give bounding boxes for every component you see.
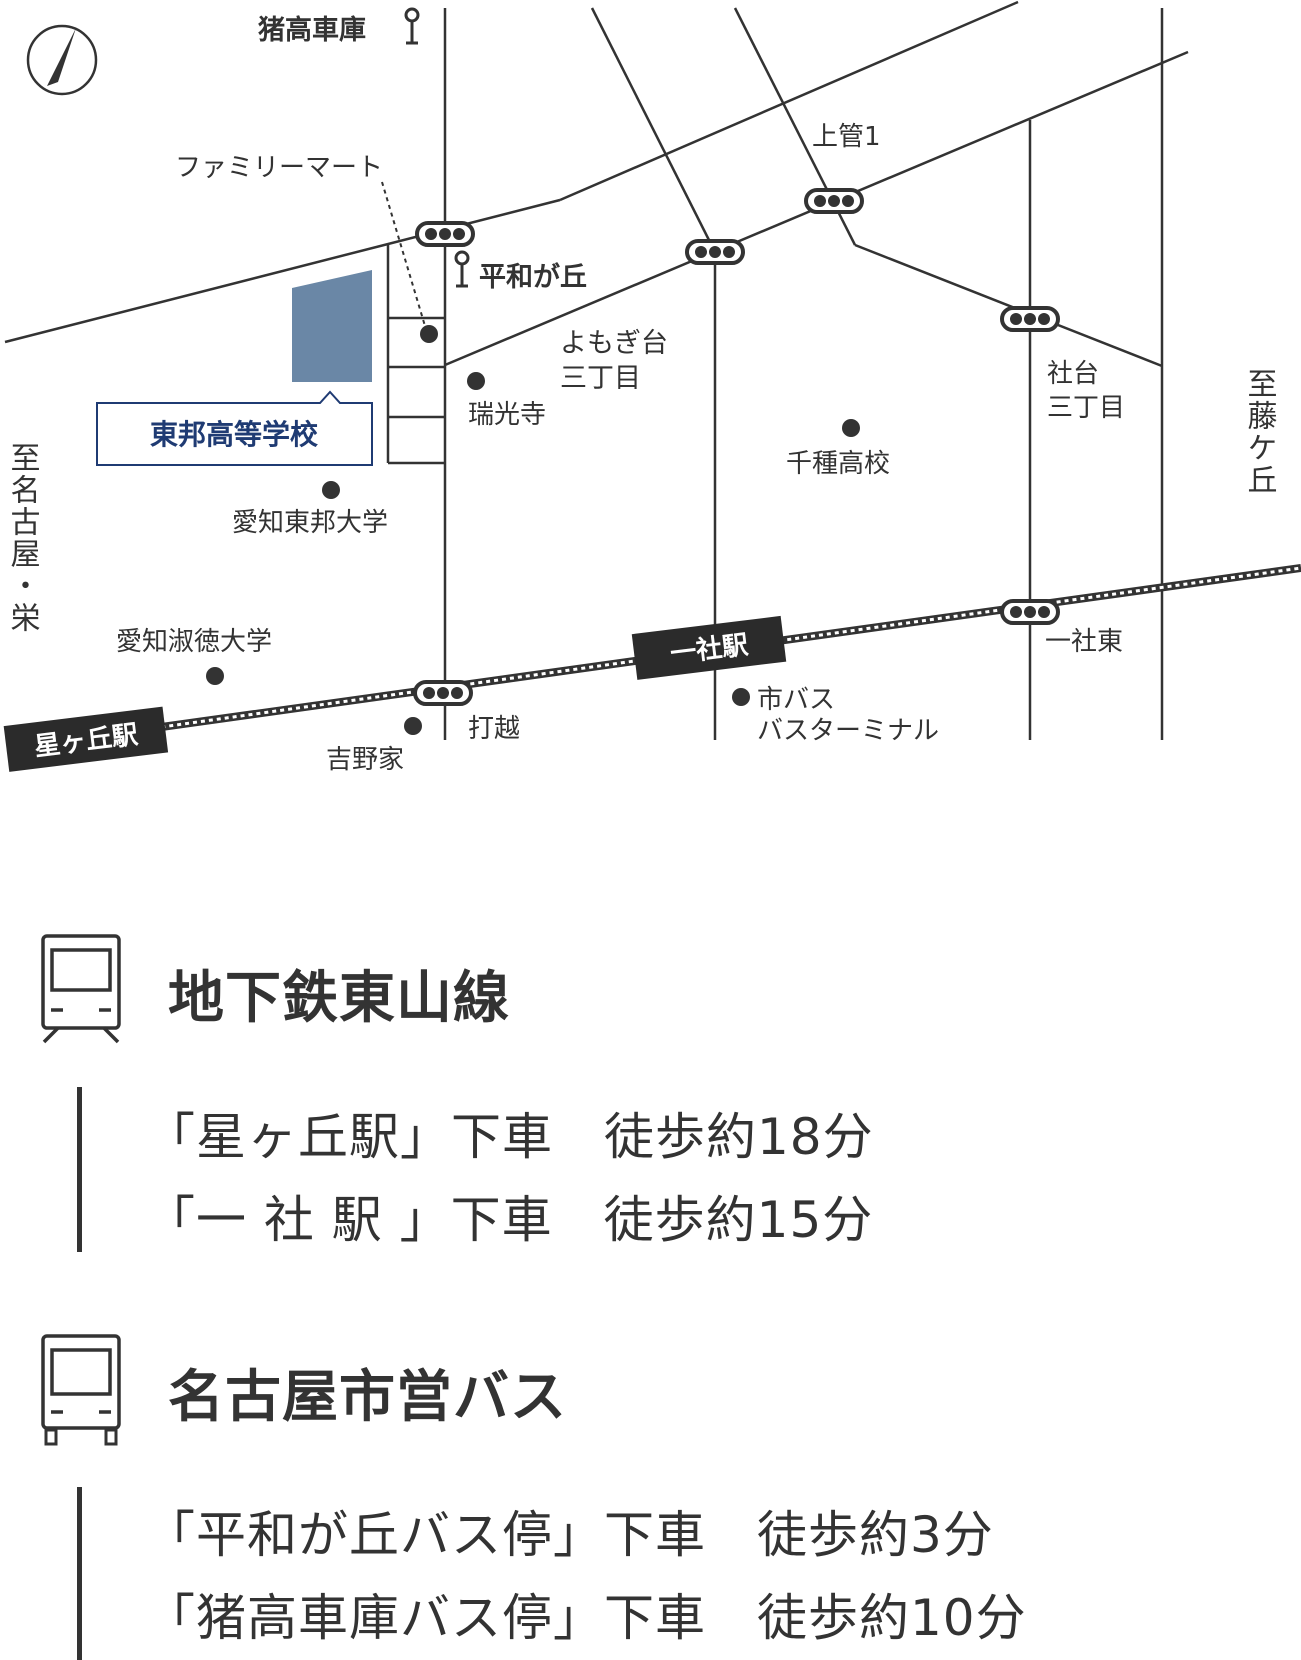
- label-zuikoji: 瑞光寺: [468, 400, 546, 430]
- label-to-nagoya: 至名古屋・栄: [5, 442, 41, 634]
- bus-stop-icon: [454, 250, 470, 288]
- school-building: [292, 270, 372, 382]
- label-yoshinoya: 吉野家: [326, 745, 404, 775]
- label-to-fujigaoka: 至藤ケ丘: [1242, 368, 1277, 496]
- divider-bar: [77, 1087, 82, 1252]
- subway-train-icon: [41, 934, 121, 1044]
- label-heiwagaoka: 平和が丘: [479, 261, 587, 293]
- label-familymart: ファミリーマート: [175, 153, 383, 183]
- bus-route-2: 「猪高車庫バス停」下車 徒歩約10分: [145, 1589, 1027, 1647]
- road-network: [4, 0, 1189, 740]
- subway-title: 地下鉄東山線: [168, 966, 510, 1031]
- label-yomogidai-1: よもぎ台: [560, 328, 668, 359]
- school-name: 東邦高等学校: [150, 418, 319, 451]
- subway-route-2: 「一 社 駅 」下車 徒歩約15分: [145, 1191, 874, 1249]
- school-label-box: 東邦高等学校: [96, 390, 373, 466]
- label-kamisuga: 上管1: [812, 122, 881, 152]
- label-aichi-shukutoku: 愛知淑徳大学: [116, 627, 272, 657]
- subway-route-1: 「星ヶ丘駅」下車 徒歩約18分: [145, 1108, 874, 1166]
- traffic-signal-icon: [413, 680, 473, 706]
- divider-bar: [77, 1487, 82, 1660]
- label-shibus-2: バスターミナル: [757, 716, 939, 746]
- traffic-signal-icon: [804, 188, 864, 214]
- bus-icon: [41, 1334, 121, 1446]
- traffic-signal-icon: [1000, 306, 1060, 332]
- bus-title: 名古屋市営バス: [168, 1365, 567, 1430]
- station-issha: 一社駅: [631, 615, 787, 680]
- north-arrow-icon: [26, 24, 98, 96]
- label-chikusa-koko: 千種高校: [786, 449, 890, 479]
- traffic-signal-icon: [1000, 599, 1060, 625]
- bus-stop-icon: [404, 7, 420, 45]
- label-isshahigashi: 一社東: [1045, 627, 1123, 657]
- label-yashiro-1: 社台: [1047, 359, 1099, 389]
- landmark-dots: [206, 325, 860, 735]
- traffic-signal-icon: [685, 239, 745, 265]
- traffic-signal-icon: [415, 221, 475, 247]
- access-map: 東邦高等学校 猪高車庫 ファミリーマート 平和が丘 よもぎ台 三丁目 瑞光寺 上…: [3, 0, 1301, 775]
- label-inotaka-shako: 猪高車庫: [258, 14, 366, 46]
- station-hoshigaoka: 星ヶ丘駅: [3, 706, 169, 772]
- label-uchikoshi: 打越: [468, 714, 520, 744]
- label-aichi-toho: 愛知東邦大学: [232, 508, 388, 538]
- label-shibus-1: 市バス: [757, 685, 835, 715]
- bus-route-1: 「平和が丘バス停」下車 徒歩約3分: [145, 1506, 994, 1564]
- label-yomogidai-2: 三丁目: [560, 363, 641, 394]
- label-yashiro-2: 三丁目: [1047, 393, 1125, 423]
